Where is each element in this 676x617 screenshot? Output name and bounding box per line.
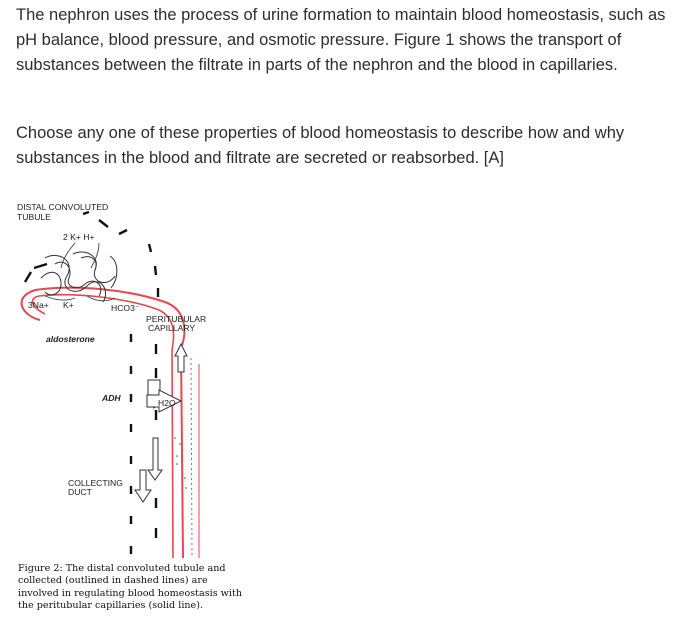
adh-label: ADH — [101, 393, 121, 403]
peritubular-capillary-label-line2: CAPILLARY — [148, 323, 195, 333]
capillary-dots — [174, 437, 187, 489]
collecting-duct-flow-arrow — [135, 470, 151, 502]
aldosterone-label: aldosterone — [46, 334, 95, 344]
figure-caption: Figure 2: The distal convoluted tubule a… — [18, 563, 248, 613]
hco3-arrow — [175, 344, 187, 372]
nephron-diagram: DISTAL CONVOLUTED TUBULE 2 K+ H+ 3Na+ K+… — [15, 198, 245, 614]
dct-label-line2: TUBULE — [17, 212, 51, 222]
intro-paragraph: The nephron uses the process of urine fo… — [16, 3, 666, 78]
dct-label-line1: DISTAL CONVOLUTED — [17, 202, 108, 212]
sodium-label: 3Na+ — [28, 300, 49, 310]
task-paragraph: Choose any one of these properties of bl… — [16, 121, 666, 171]
capillary-flow-arrow — [148, 438, 162, 480]
bicarbonate-label: HCO3⁻ — [111, 303, 140, 313]
collecting-duct-outline — [25, 212, 158, 554]
collecting-duct-label-line2: DUCT — [68, 487, 93, 497]
water-label: H2O — [158, 398, 176, 408]
k-h-secretion-label: 2 K+ H+ — [63, 232, 95, 242]
potassium-label: K+ — [63, 300, 74, 310]
